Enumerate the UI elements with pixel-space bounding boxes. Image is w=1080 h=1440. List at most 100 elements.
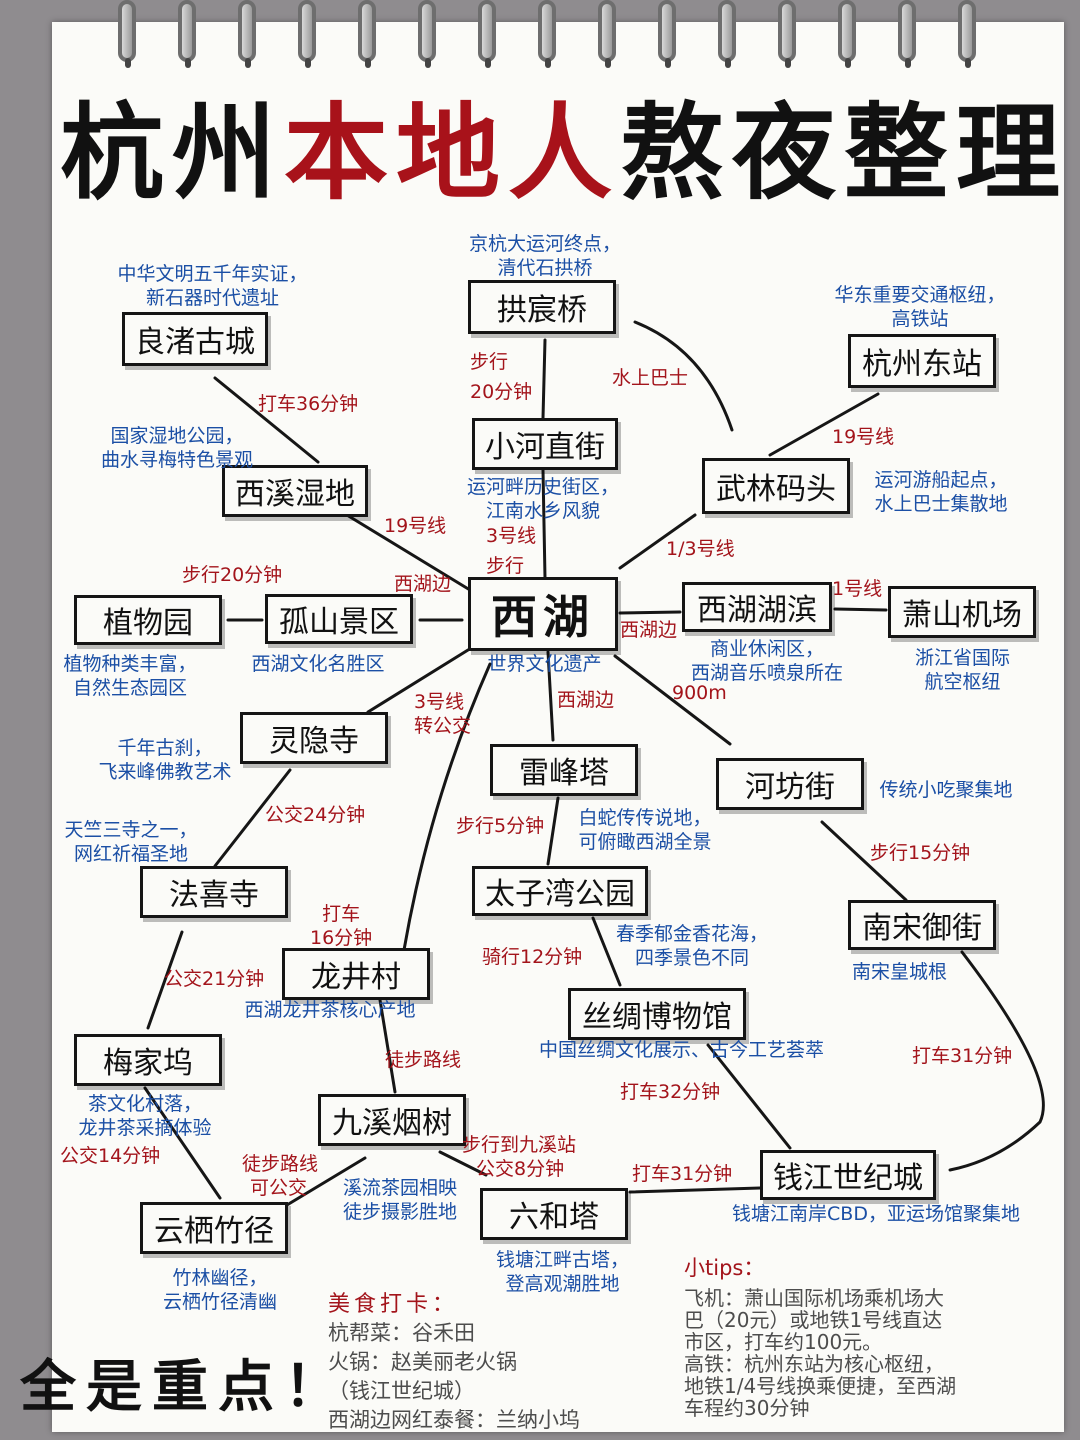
desc-nansong: 南宋皇城根 <box>851 961 947 983</box>
link-nansong-qianjiang <box>948 950 1045 1172</box>
tips-line: 车程约30分钟 <box>684 1396 810 1420</box>
tips-line: 巴（20元）或地铁1号线直达 <box>684 1308 943 1332</box>
food-item: （钱江世纪城） <box>328 1379 475 1403</box>
route-line19-b: 19号线 <box>384 515 447 537</box>
node-liangzhu: 良渚古城 <box>122 312 268 366</box>
route-taxi-31-b: 打车31分钟 <box>632 1163 733 1185</box>
binder-ring <box>238 0 256 68</box>
binder-ring <box>298 0 316 68</box>
link-lingyin-faxi <box>213 768 292 868</box>
desc-liangzhu: 中华文明五千年实证，新石器时代遗址 <box>117 263 308 309</box>
node-leifeng: 雷峰塔 <box>490 744 638 796</box>
food-item: 西湖边网红泰餐：兰纳小坞 <box>328 1408 580 1432</box>
tips-heading: 小tips： <box>684 1256 765 1280</box>
desc-east-station: 华东重要交通枢纽，高铁站 <box>834 284 1006 330</box>
desc-jiuxi: 溪流茶园相映徒步摄影胜地 <box>342 1177 457 1223</box>
link-sichou-qianjiang <box>706 1043 792 1150</box>
node-yunqi: 云栖竹径 <box>140 1202 288 1254</box>
link-taiziwan-sichou <box>591 916 622 987</box>
slogan: 全是重点！ <box>20 1354 350 1420</box>
desc-xixi: 国家湿地公园，曲水寻梅特色景观 <box>100 425 253 471</box>
node-silk-museum: 丝绸博物馆 <box>568 988 746 1040</box>
node-wulin: 武林码头 <box>702 458 850 514</box>
route-bus-14: 公交14分钟 <box>60 1145 161 1167</box>
desc-lingyin: 千年古刹，飞来峰佛教艺术 <box>98 737 232 783</box>
desc-leifeng: 白蛇传传说地，可俯瞰西湖全景 <box>578 807 712 853</box>
binder-ring <box>478 0 496 68</box>
route-hike: 徒步路线 <box>385 1049 462 1071</box>
tips-line: 高铁：杭州东站为核心枢纽， <box>684 1352 944 1376</box>
tips-line: 地铁1/4号线换乘便捷，至西湖 <box>684 1374 957 1398</box>
link-hubin-xiaoshan <box>833 607 888 612</box>
route-line3-walk: 3号线步行 <box>486 525 537 577</box>
node-taiziwan: 太子湾公园 <box>472 866 648 916</box>
node-nansong: 南宋御街 <box>848 900 996 950</box>
route-walk-20min: 步行20分钟 <box>182 564 283 586</box>
food-item: 火锅：赵美丽老火锅 <box>328 1350 517 1374</box>
route-line3-bus: 3号线转公交 <box>414 691 472 737</box>
route-line1: 1号线 <box>832 578 883 600</box>
desc-yunqi: 竹林幽径，云栖竹径清幽 <box>162 1267 277 1313</box>
node-meijiawu: 梅家坞 <box>74 1034 222 1086</box>
link-xihu-leifeng <box>546 650 555 742</box>
route-hike-bus: 徒步路线可公交 <box>242 1153 319 1199</box>
node-east-station: 杭州东站 <box>848 334 996 388</box>
binder-ring <box>358 0 376 68</box>
node-qianjiang: 钱江世纪城 <box>760 1150 936 1200</box>
desc-hefang: 传统小吃聚集地 <box>879 779 1013 801</box>
route-line1-3: 1/3号线 <box>666 538 735 560</box>
route-taxi-31-a: 打车31分钟 <box>912 1045 1013 1067</box>
food-checkin-list: 美食打卡： 杭帮菜：谷禾田 火锅：赵美丽老火锅 （钱江世纪城） 西湖边网红泰餐：… <box>328 1290 708 1435</box>
node-liuhe: 六和塔 <box>480 1188 628 1240</box>
desc-xiaoshan: 浙江省国际航空枢纽 <box>914 647 1010 693</box>
desc-botanical-garden: 植物种类丰富，自然生态园区 <box>63 653 197 699</box>
route-walk-5: 步行5分钟 <box>456 815 545 837</box>
link-meijiawu-yunqi <box>143 1086 222 1200</box>
node-gongchen-bridge: 拱宸桥 <box>468 280 616 334</box>
link-liangzhu-xixi <box>213 376 320 464</box>
binder-ring <box>538 0 556 68</box>
binder-ring <box>418 0 436 68</box>
link-dongzhan-wulin <box>768 392 880 457</box>
link-xihu-longjing <box>402 662 492 952</box>
desc-liuhe: 钱塘江畔古塔，登高观潮胜地 <box>495 1249 629 1295</box>
route-taxi-32: 打车32分钟 <box>620 1081 721 1103</box>
link-gongchen-wulin <box>633 320 734 432</box>
node-lingyin: 灵隐寺 <box>240 712 388 764</box>
link-wulin-xihu <box>618 513 697 570</box>
link-liuhe-qianjiang <box>628 1186 762 1194</box>
node-xixi: 西溪湿地 <box>222 465 368 517</box>
route-walk-15: 步行15分钟 <box>870 842 971 864</box>
desc-taiziwan: 春季郁金香花海，四季景色不同 <box>615 923 768 969</box>
link-jiuxi-liuhe <box>438 1150 488 1177</box>
route-lakeside-3: 西湖边 <box>557 689 615 711</box>
desc-xiaohe: 运河畔历史街区，江南水乡风貌 <box>466 476 619 522</box>
node-hubin: 西湖湖滨 <box>682 582 832 632</box>
binder-ring <box>778 0 796 68</box>
food-item: 杭帮菜：谷禾田 <box>328 1321 475 1345</box>
link-xiaohe-xihu <box>541 468 547 580</box>
desc-hubin: 商业休闲区，西湖音乐喷泉所在 <box>690 638 843 684</box>
link-faxi-meijiawu <box>146 930 184 1030</box>
route-bus-21: 公交21分钟 <box>164 968 265 990</box>
binder-ring <box>658 0 676 68</box>
binder-ring <box>178 0 196 68</box>
desc-wulin: 运河游船起点，水上巴士集散地 <box>874 469 1008 515</box>
node-west-lake: 西湖 <box>468 577 618 651</box>
desc-gushan: 西湖文化名胜区 <box>251 653 385 675</box>
node-hefang: 河坊街 <box>716 758 864 810</box>
desc-west-lake: 世界文化遗产 <box>487 653 602 675</box>
tips-line: 飞机：萧山国际机场乘机场大 <box>684 1286 944 1310</box>
route-taxi-36: 打车36分钟 <box>258 393 359 415</box>
link-xihu-hubin <box>618 610 682 615</box>
link-hefang-nansong <box>820 820 908 902</box>
node-xiaohe: 小河直街 <box>472 418 618 470</box>
link-leifeng-taiziwan <box>546 796 560 866</box>
link-jiuxi-yunqi <box>280 1156 367 1210</box>
route-line19-a: 19号线 <box>832 426 895 448</box>
desc-gongchen: 京杭大运河终点，清代石拱桥 <box>468 233 621 279</box>
link-xihu-lingyin <box>366 648 470 714</box>
binder-ring <box>958 0 976 68</box>
